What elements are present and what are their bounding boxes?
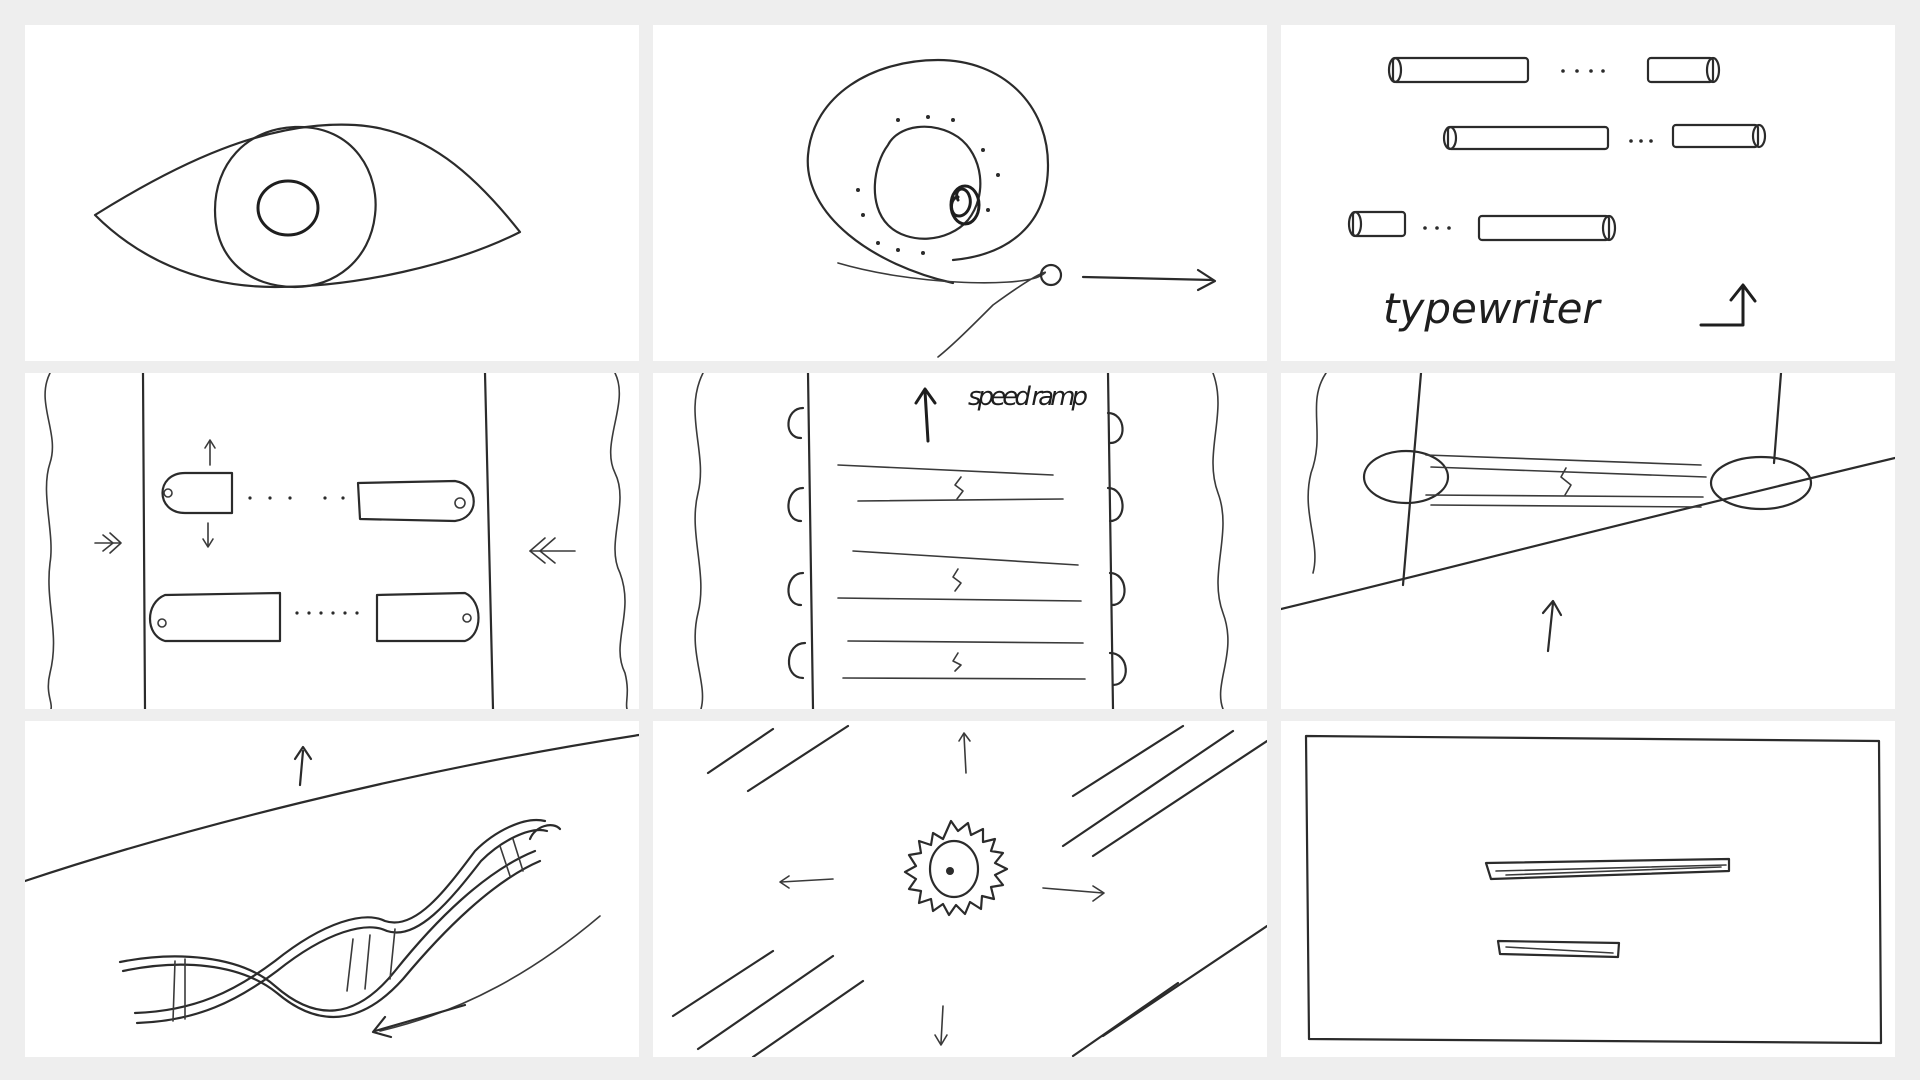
up-arrow-icon bbox=[958, 732, 971, 774]
pill-bars-sketch bbox=[44, 373, 629, 709]
pivot-circle bbox=[1039, 263, 1063, 287]
right-arrow-icon bbox=[1042, 885, 1105, 902]
eye-sketch bbox=[93, 123, 522, 289]
ladder-rung-2 bbox=[837, 550, 1082, 602]
up-arrow-icon bbox=[293, 745, 313, 787]
left-wavy-edge bbox=[694, 373, 704, 709]
gear-center-dot bbox=[946, 867, 954, 875]
bar-row-2 bbox=[1442, 123, 1767, 151]
down-arrow-icon bbox=[202, 522, 214, 548]
typewriter-bars-sketch: typewriter bbox=[1347, 56, 1767, 333]
dna-helix-sketch bbox=[25, 733, 639, 1039]
corner-up-arrow-icon bbox=[1699, 283, 1757, 327]
panel-pill-bars-converge bbox=[25, 373, 639, 709]
right-guide-line bbox=[483, 373, 495, 709]
right-arrow-icon bbox=[94, 532, 122, 554]
subtitle-bar-placeholder bbox=[1496, 939, 1621, 959]
left-wavy-edge bbox=[44, 373, 55, 709]
speed-ramp-label: speed ramp bbox=[968, 382, 1088, 412]
left-rail bbox=[806, 373, 815, 709]
up-arrow-icon bbox=[914, 387, 937, 443]
speed-lines bbox=[671, 724, 1267, 1057]
helix-strands bbox=[118, 818, 562, 1025]
helix-rungs bbox=[172, 838, 524, 1022]
panel-spiral-iris bbox=[653, 25, 1267, 361]
right-wavy-edge bbox=[609, 373, 629, 709]
left-wavy-edge bbox=[1307, 373, 1327, 574]
slope-line bbox=[1281, 456, 1895, 611]
frame-rectangle bbox=[1304, 734, 1883, 1045]
panel-speed-ramp-ladder: speed ramp bbox=[653, 373, 1267, 709]
left-arrow-icon bbox=[529, 537, 576, 564]
pupil-circle bbox=[256, 179, 320, 237]
top-bar-pair bbox=[161, 471, 475, 523]
sweep-line bbox=[379, 915, 601, 1032]
bar-row-1 bbox=[1387, 56, 1721, 84]
right-post bbox=[1772, 373, 1783, 465]
panel-typewriter-bars: typewriter bbox=[1281, 25, 1895, 361]
title-bar-placeholder bbox=[1484, 857, 1731, 881]
up-arrow-icon bbox=[1541, 599, 1563, 653]
down-arrow-icon bbox=[934, 1005, 948, 1046]
panel-end-card-frame bbox=[1281, 721, 1895, 1057]
panel-eye bbox=[25, 25, 639, 361]
right-wavy-edge bbox=[1212, 373, 1229, 709]
right-arrow-icon bbox=[1081, 268, 1217, 292]
gear-burst-sketch bbox=[671, 724, 1267, 1057]
rail-hooks-left bbox=[787, 406, 807, 680]
bar-row-3 bbox=[1347, 210, 1617, 242]
right-disc bbox=[1709, 455, 1813, 511]
panel-dna-helix bbox=[25, 721, 639, 1057]
left-guide-line bbox=[141, 373, 147, 709]
ladder-rung-1 bbox=[837, 464, 1064, 502]
bottom-bar-pair bbox=[149, 591, 480, 643]
up-arrow-icon bbox=[204, 439, 216, 466]
left-arrow-icon bbox=[779, 875, 834, 889]
spiral-tail bbox=[837, 262, 1047, 358]
ladder-rung-3 bbox=[842, 640, 1086, 680]
cylinder-bars bbox=[1425, 454, 1707, 508]
horizon-line bbox=[25, 733, 639, 883]
outer-spiral bbox=[806, 58, 1050, 285]
inner-pupil-ring bbox=[949, 184, 981, 226]
gear-icon bbox=[903, 819, 1009, 917]
gear-hole bbox=[928, 839, 980, 899]
left-disc bbox=[1362, 449, 1450, 505]
right-rail bbox=[1106, 373, 1115, 709]
eye-outline bbox=[93, 123, 522, 289]
typewriter-label: typewriter bbox=[1383, 284, 1602, 333]
panel-tilted-cylinder bbox=[1281, 373, 1895, 709]
rail-hooks-right bbox=[1106, 411, 1127, 687]
left-arrow-icon bbox=[371, 1003, 467, 1039]
speed-ramp-sketch: speed ramp bbox=[694, 373, 1229, 709]
end-card-sketch bbox=[1304, 734, 1883, 1045]
panel-gear-burst bbox=[653, 721, 1267, 1057]
left-post bbox=[1401, 373, 1423, 587]
inner-circle bbox=[873, 125, 982, 240]
spiral-iris-sketch bbox=[806, 58, 1217, 358]
tilted-cylinder-sketch bbox=[1281, 373, 1895, 653]
dotted-ring bbox=[856, 115, 1000, 255]
iris-circle bbox=[213, 125, 377, 289]
